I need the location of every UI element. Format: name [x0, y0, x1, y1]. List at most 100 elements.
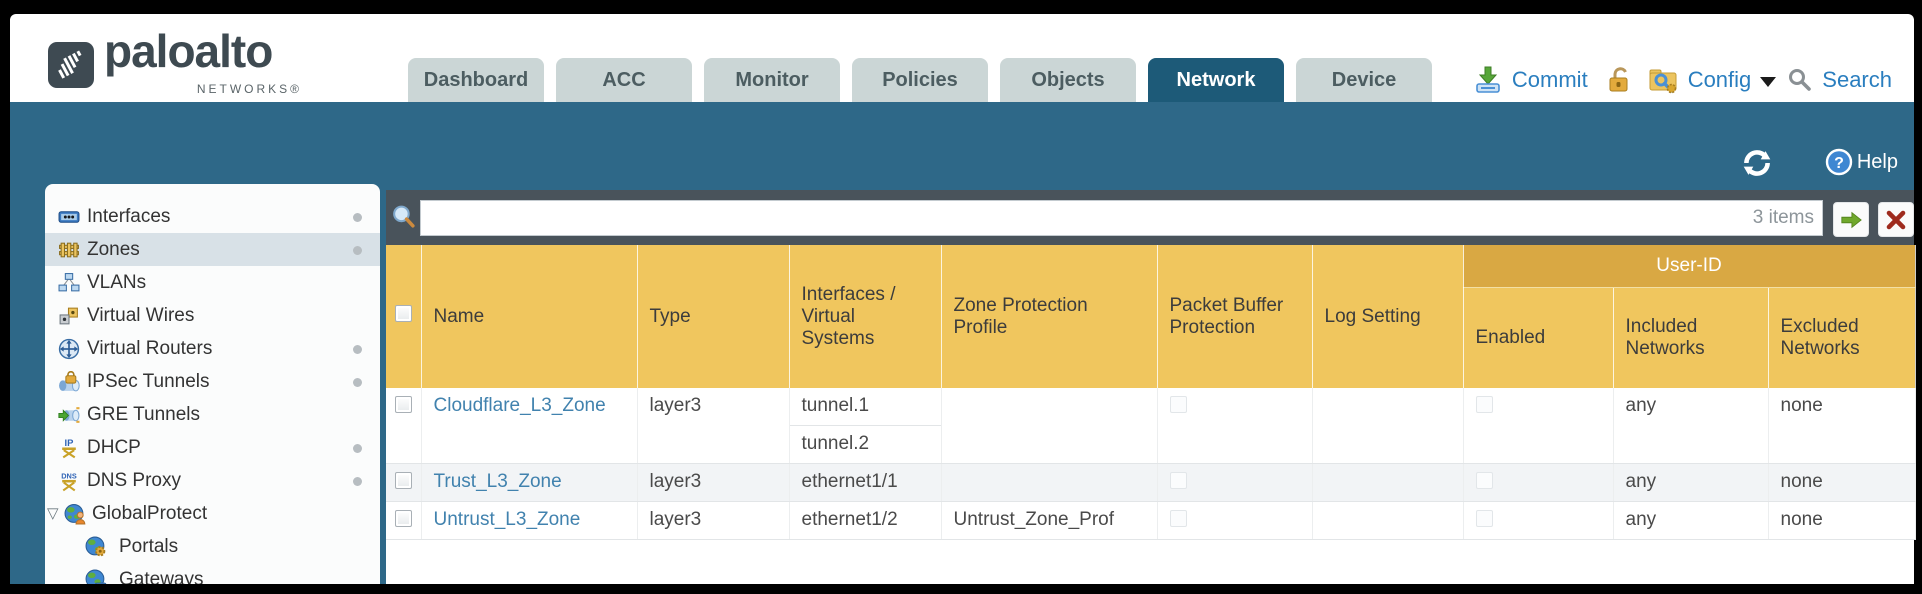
gateways-icon: [85, 569, 107, 584]
user-id-enabled-checkbox[interactable]: [1475, 510, 1493, 527]
packet-buffer-protection-cell: [1157, 501, 1313, 540]
excluded-networks-cell: none: [1768, 463, 1916, 502]
row-select-cell: [386, 388, 422, 464]
row-select-cell: [386, 501, 422, 540]
sidebar-item-label: Interfaces: [87, 206, 171, 227]
zone-name-link[interactable]: Trust_L3_Zone: [433, 471, 562, 492]
config-menu[interactable]: Config: [1687, 67, 1752, 92]
tab-monitor[interactable]: Monitor: [704, 58, 840, 102]
zone-name-link[interactable]: Cloudflare_L3_Zone: [433, 395, 606, 416]
row-checkbox[interactable]: [394, 510, 412, 527]
status-dot: [353, 477, 362, 486]
column-header-type[interactable]: Type: [637, 245, 790, 388]
green-arrow-icon: [1841, 211, 1862, 228]
dns-proxy-icon: DNS: [58, 470, 80, 492]
help-button[interactable]: ? Help: [1825, 148, 1898, 176]
tab-acc[interactable]: ACC: [556, 58, 692, 102]
column-header-excluded-networks[interactable]: Excluded Networks: [1768, 287, 1916, 388]
zone-name-link[interactable]: Untrust_L3_Zone: [433, 509, 581, 530]
user-id-enabled-cell: [1463, 501, 1614, 540]
zone-type-cell: layer3: [637, 501, 790, 540]
sidebar-item-label: GRE Tunnels: [87, 404, 200, 425]
select-all-checkbox[interactable]: [394, 305, 412, 322]
user-id-enabled-checkbox[interactable]: [1475, 396, 1493, 413]
zone-protection-profile-cell: [941, 463, 1158, 502]
help-label: Help: [1856, 150, 1898, 173]
refresh-icon[interactable]: [1740, 146, 1774, 180]
column-header-name[interactable]: Name: [421, 245, 638, 388]
sidebar-item-vlans[interactable]: VLANs: [45, 266, 380, 299]
sidebar-item-label: IPSec Tunnels: [87, 371, 210, 392]
status-dot: [353, 246, 362, 255]
packet-buffer-protection-cell: [1157, 463, 1313, 502]
zone-protection-profile-cell: [941, 388, 1158, 464]
sidebar-item-gre-tunnels[interactable]: GRE Tunnels: [45, 398, 380, 431]
sidebar-item-portals[interactable]: Portals: [45, 530, 380, 563]
filter-input[interactable]: [420, 200, 1823, 236]
lock-icon[interactable]: [1605, 65, 1633, 95]
items-count: 3 items: [1752, 207, 1814, 228]
zone-name-cell: Untrust_L3_Zone: [421, 501, 638, 540]
log-setting-cell: [1312, 501, 1464, 540]
search-button[interactable]: Search: [1822, 67, 1892, 92]
row-checkbox[interactable]: [394, 472, 412, 489]
sidebar-item-label: Virtual Routers: [87, 338, 213, 359]
commit-icon[interactable]: [1473, 65, 1503, 95]
tab-network[interactable]: Network: [1148, 58, 1284, 102]
sidebar-item-virtual-routers[interactable]: Virtual Routers: [45, 332, 380, 365]
tab-policies[interactable]: Policies: [852, 58, 988, 102]
top-actions: Commit Config Search: [1473, 58, 1892, 102]
sidebar-item-zones[interactable]: Zones: [45, 233, 380, 266]
sidebar-item-gateways[interactable]: Gateways: [45, 563, 380, 584]
paloalto-logo-icon: [48, 42, 94, 88]
tab-objects[interactable]: Objects: [1000, 58, 1136, 102]
column-header-enabled[interactable]: Enabled: [1463, 287, 1614, 388]
sidebar-item-label: Zones: [87, 239, 140, 260]
status-dot: [353, 378, 362, 387]
row-checkbox[interactable]: [394, 396, 412, 413]
column-header-packet-buffer-protection[interactable]: Packet Buffer Protection: [1157, 245, 1313, 388]
zones-icon: [58, 239, 80, 261]
sidebar-item-interfaces[interactable]: Interfaces: [45, 200, 380, 233]
column-header-included-networks[interactable]: Included Networks: [1613, 287, 1769, 388]
interface-entry: tunnel.2: [801, 433, 870, 454]
status-dot: [353, 444, 362, 453]
packet-buffer-protection-checkbox[interactable]: [1169, 510, 1187, 527]
sidebar-item-virtual-wires[interactable]: Virtual Wires: [45, 299, 380, 332]
status-dot: [353, 345, 362, 354]
search-icon[interactable]: [1787, 67, 1813, 93]
dhcp-icon: IP: [58, 437, 80, 459]
sidebar-item-ipsec-tunnels[interactable]: IPSec Tunnels: [45, 365, 380, 398]
expander-triangle-icon[interactable]: ▽: [47, 505, 59, 522]
packet-buffer-protection-checkbox[interactable]: [1169, 472, 1187, 489]
packet-buffer-protection-checkbox[interactable]: [1169, 396, 1187, 413]
config-icon[interactable]: [1648, 65, 1679, 95]
zone-name-cell: Cloudflare_L3_Zone: [421, 388, 638, 464]
teal-band: ? Help: [10, 102, 1914, 190]
clear-filter-button[interactable]: [1878, 202, 1914, 237]
apply-filter-button[interactable]: [1833, 202, 1869, 237]
user-id-enabled-checkbox[interactable]: [1475, 472, 1493, 489]
interfaces-icon: [58, 206, 80, 228]
chevron-down-icon[interactable]: [1760, 77, 1777, 87]
virtual-wires-icon: [58, 305, 80, 327]
commit-button[interactable]: Commit: [1511, 67, 1588, 92]
row-select-cell: [386, 463, 422, 502]
column-header-interfaces[interactable]: Interfaces / Virtual Systems: [789, 245, 942, 388]
included-networks-cell: any: [1613, 463, 1769, 502]
tab-device[interactable]: Device: [1296, 58, 1432, 102]
column-header-log-setting[interactable]: Log Setting: [1312, 245, 1464, 388]
sidebar-item-globalprotect[interactable]: ▽GlobalProtect: [45, 497, 380, 530]
zone-type-cell: layer3: [637, 463, 790, 502]
zone-name-cell: Trust_L3_Zone: [421, 463, 638, 502]
sidebar-item-label: Virtual Wires: [87, 305, 195, 326]
column-header-zone-protection-profile[interactable]: Zone Protection Profile: [941, 245, 1158, 388]
brand-wordmark: paloalto: [104, 25, 273, 77]
tab-dashboard[interactable]: Dashboard: [408, 58, 544, 102]
